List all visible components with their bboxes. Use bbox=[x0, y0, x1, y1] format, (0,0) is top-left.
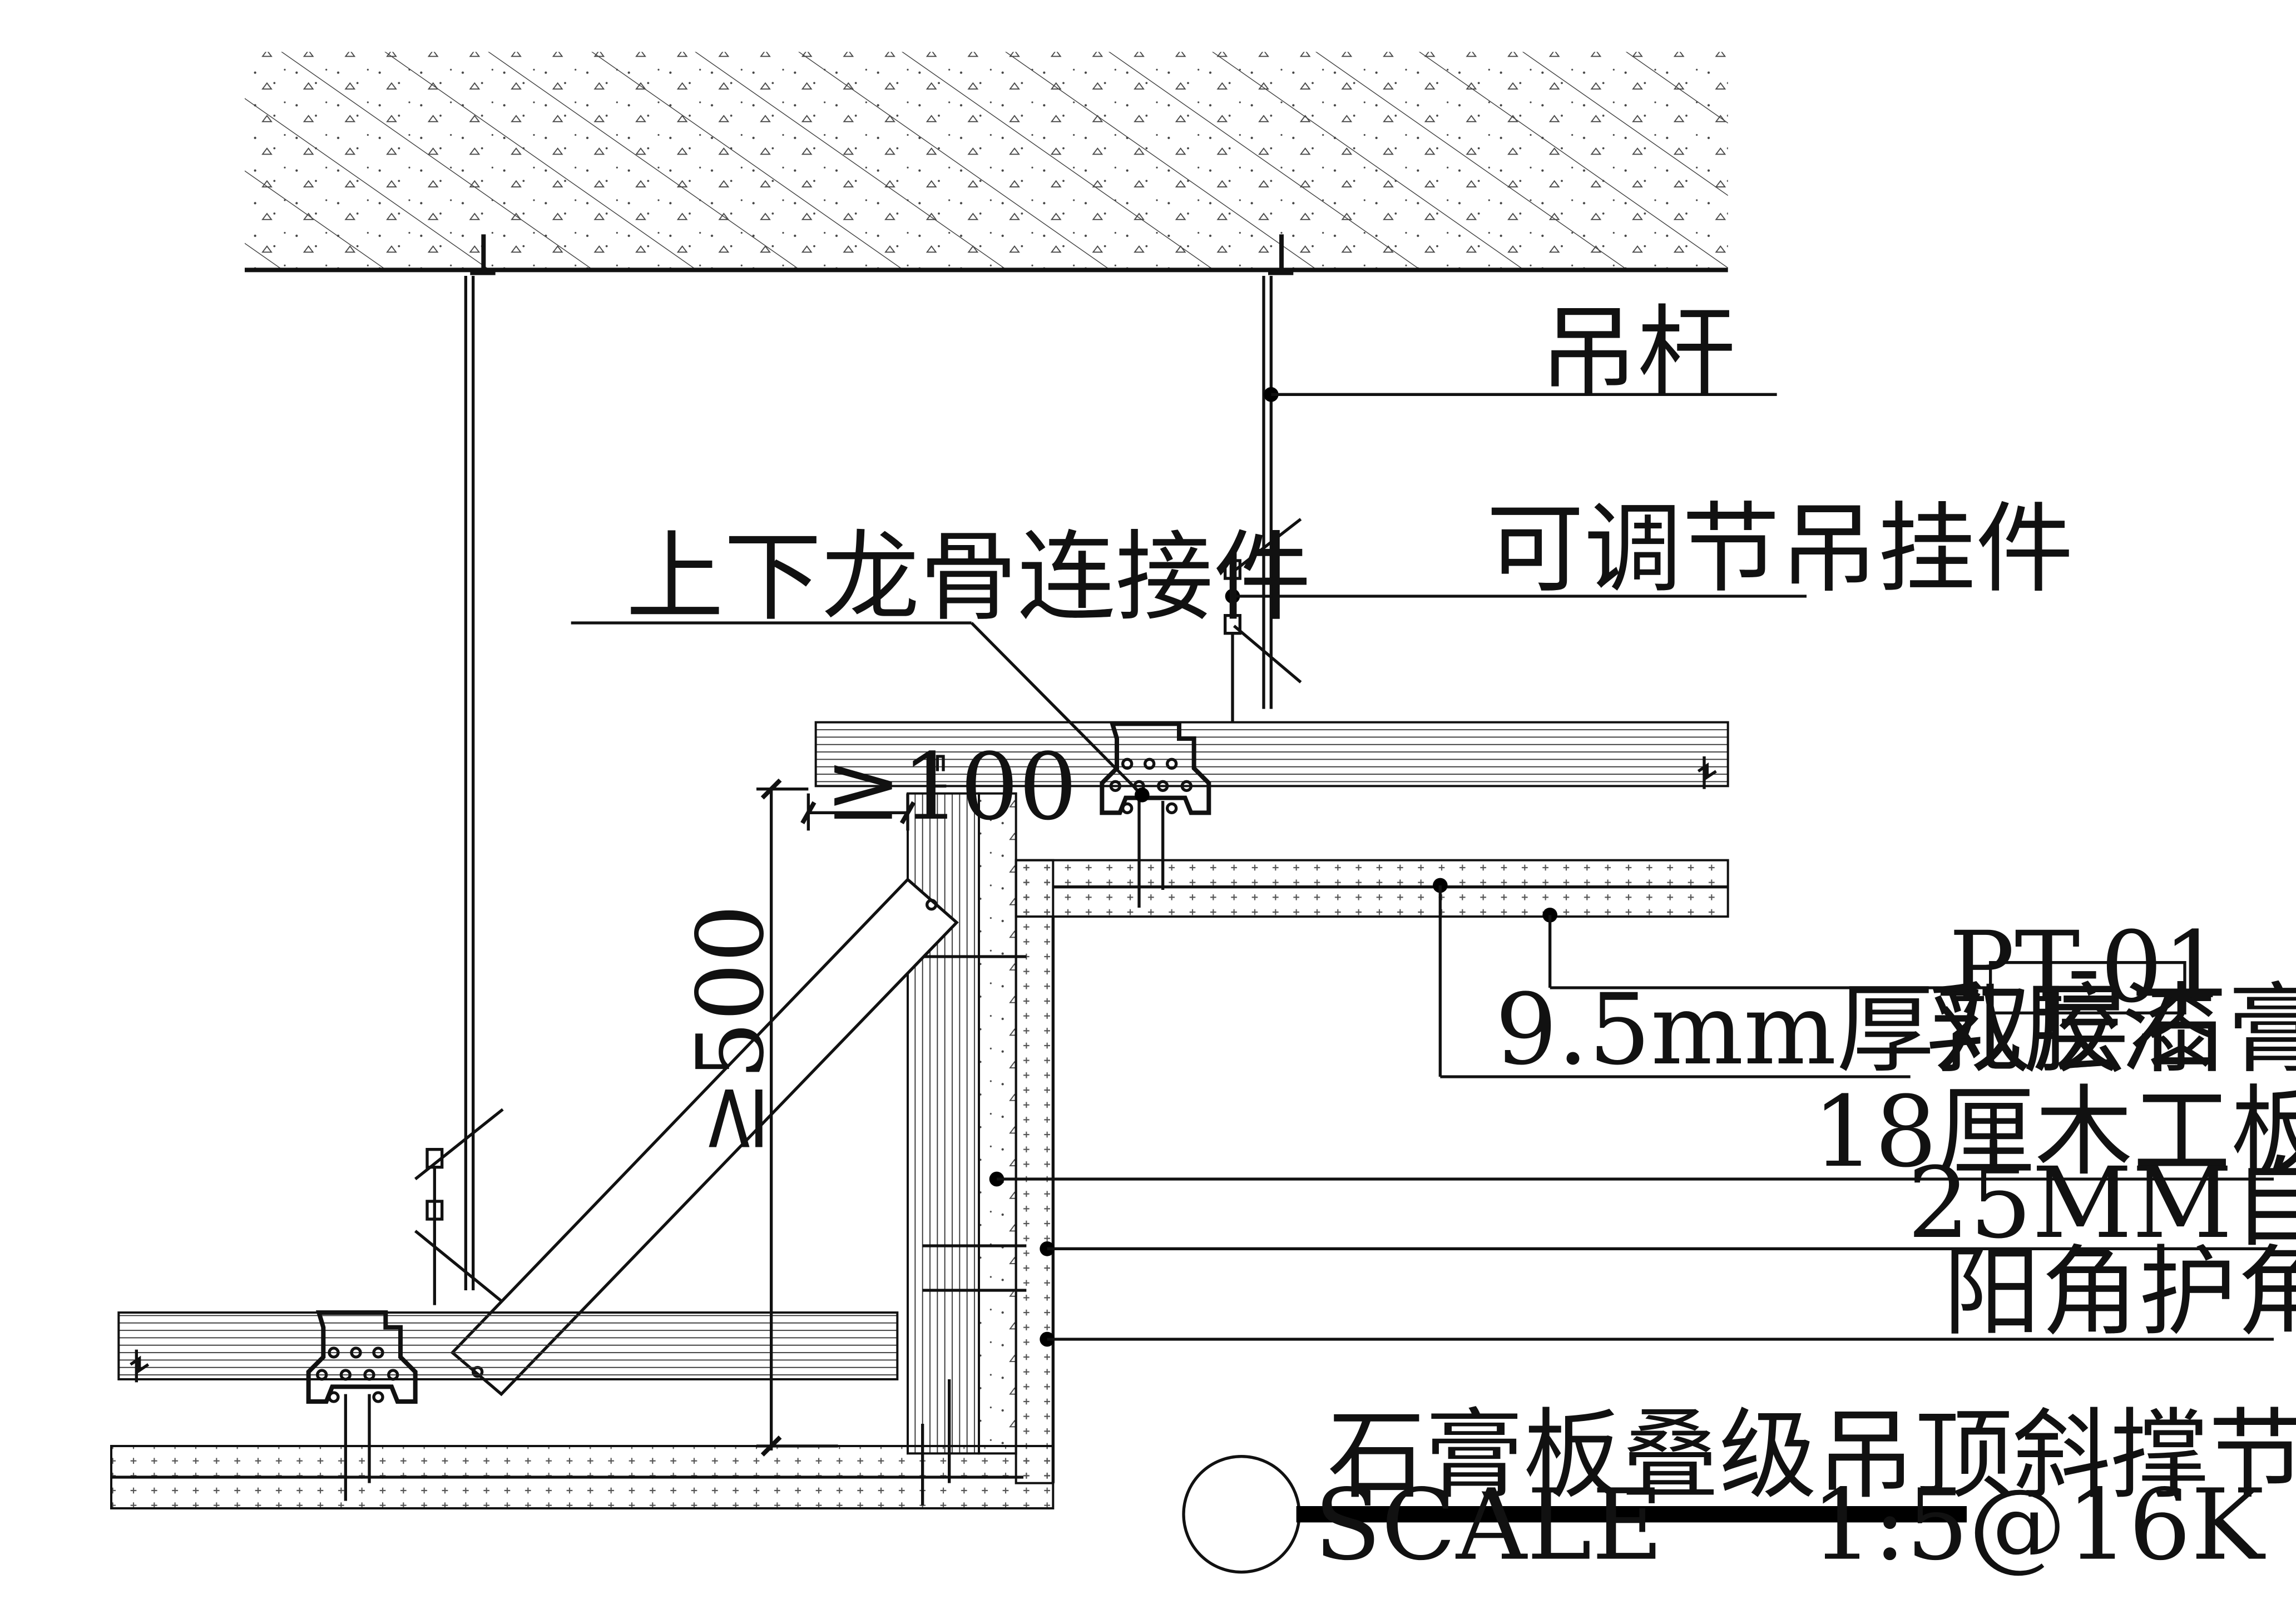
label-hanger-rod: 吊杆 bbox=[1540, 295, 1735, 409]
leader-finish: PT-01 乳胶漆 bbox=[1542, 908, 2225, 1087]
upper-gypsum-board bbox=[1015, 859, 1729, 918]
offset-dimension: ≥100 bbox=[800, 734, 1077, 840]
finish-code-tag: PT-01 bbox=[1949, 910, 2225, 1024]
vertical-step-panel bbox=[907, 792, 1055, 1484]
scale-label: SCALE bbox=[1314, 1468, 1664, 1582]
upper-keel bbox=[814, 721, 1729, 789]
brace-height-dimension-label: ≥500 bbox=[677, 904, 784, 1157]
leader-keel-connector: 上下龙骨连接件 bbox=[571, 521, 1311, 803]
hanger-rod-right bbox=[1224, 234, 1302, 722]
upper-keel-connector bbox=[1100, 721, 1211, 908]
concrete-slab bbox=[245, 52, 1728, 273]
label-corner-bead: 阳角护角条 bbox=[1943, 1235, 2296, 1349]
adjustable-hanger-right bbox=[1224, 518, 1302, 722]
lower-gypsum-board bbox=[110, 1379, 1055, 1509]
offset-dimension-label: ≥100 bbox=[825, 734, 1077, 840]
label-keel-connector: 上下龙骨连接件 bbox=[626, 521, 1311, 635]
label-adjustable-hanger: 可调节吊挂件 bbox=[1486, 492, 2074, 606]
hanger-rod-left bbox=[414, 234, 504, 1305]
scale-value: 1:5@16K bbox=[1811, 1468, 2266, 1582]
leader-plywood: 18厘木工板，阻燃处理 bbox=[989, 1075, 2296, 1189]
leader-hanger-rod: 吊杆 bbox=[1264, 295, 1777, 409]
lower-keel bbox=[117, 1311, 899, 1383]
adjustable-hanger-left bbox=[414, 1108, 504, 1305]
label-plywood: 18厘木工板，阻燃处理 bbox=[1813, 1075, 2296, 1189]
title-block: 石膏板叠级吊顶斜撑节点 SCALE 1:5@16K bbox=[1182, 1398, 2296, 1582]
drawing-title: 石膏板叠级吊顶斜撑节点 bbox=[1328, 1398, 2296, 1512]
leader-gypsum-board: 9.5mm厚双层石膏板 bbox=[1433, 878, 2296, 1087]
leader-screw: 25MM自攻螺丝 bbox=[1040, 1146, 2296, 1260]
brace-height-dimension: ≥500 bbox=[677, 778, 838, 1457]
label-gypsum-board: 9.5mm厚双层石膏板 bbox=[1495, 973, 2296, 1087]
label-screw: 25MM自攻螺丝 bbox=[1907, 1146, 2296, 1260]
leader-adjustable-hanger: 可调节吊挂件 bbox=[1225, 492, 2074, 606]
label-latex-paint: 乳胶漆 bbox=[1925, 973, 2219, 1087]
leader-corner-bead: 阳角护角条 bbox=[1040, 1235, 2296, 1349]
